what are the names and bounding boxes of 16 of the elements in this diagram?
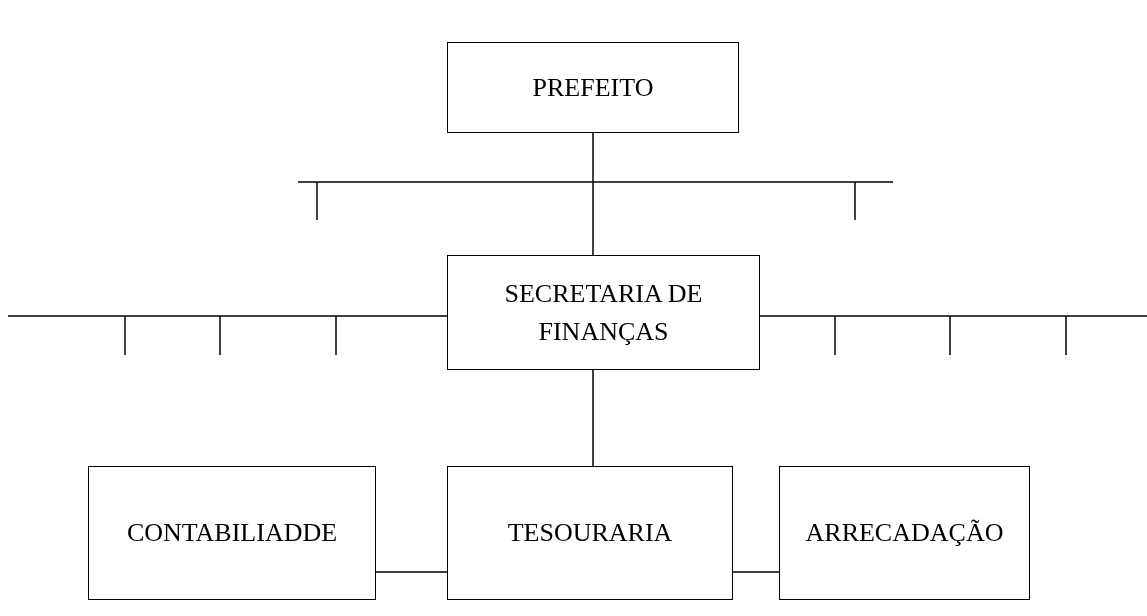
org-box bbox=[447, 255, 760, 370]
connector-line bbox=[592, 369, 594, 467]
connector-line bbox=[732, 571, 780, 573]
connector-line bbox=[592, 132, 594, 256]
connector-line bbox=[375, 571, 448, 573]
org-box bbox=[447, 42, 739, 133]
unit-name: TESOURARIA bbox=[507, 517, 673, 550]
unit-name: SECRETARIA DE FINANÇAS bbox=[503, 277, 704, 348]
org-box bbox=[447, 466, 733, 600]
unit-name: PREFEITO bbox=[532, 71, 654, 104]
connector-line bbox=[7, 315, 448, 317]
unit-name: ARRECADAÇÃO bbox=[805, 517, 1004, 550]
org-box bbox=[88, 466, 376, 600]
unit-name: CONTABILIADDE bbox=[126, 517, 338, 550]
org-box bbox=[779, 466, 1030, 600]
connector-line bbox=[759, 315, 1147, 317]
